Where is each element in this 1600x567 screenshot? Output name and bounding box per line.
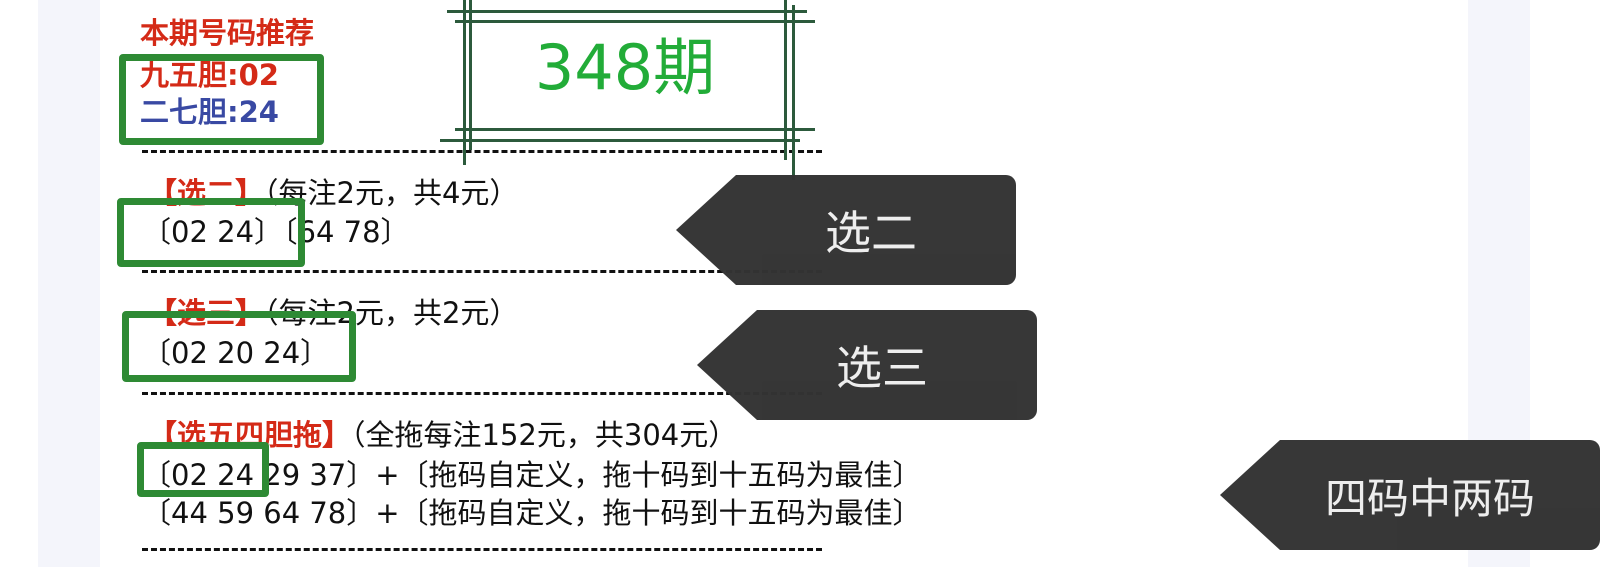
numbers-line: 〔44 59 64 78〕+〔拖码自定义，拖十码到十五码为最佳〕: [142, 496, 922, 530]
issue-number: 348期: [534, 31, 716, 104]
tag-label: 选三: [836, 341, 928, 395]
left-margin: [38, 0, 100, 567]
highlight-box: [137, 442, 269, 497]
section-xuanwu-header: 【选五四胆拖】（全拖每注152元，共304元）: [148, 418, 737, 452]
frame-line: [447, 10, 807, 13]
frame-line: [792, 5, 795, 180]
numbers-line: 〔02 20 24〕: [142, 336, 330, 370]
tag-four-hit-two: 四码中两码: [1220, 440, 1600, 550]
recommend-title: 本期号码推荐: [140, 16, 315, 50]
tag-xuaner: 选二: [676, 175, 1016, 285]
highlight-box: [122, 311, 356, 382]
numbers-line: 〔02 24〕〔64 78〕: [142, 215, 410, 249]
divider: [142, 392, 822, 395]
highlight-box: [119, 54, 324, 145]
section-note: （每注2元，共4元）: [264, 176, 519, 210]
frame-line: [455, 20, 815, 23]
section-note: （全拖每注152元，共304元）: [351, 418, 738, 452]
divider: [142, 150, 822, 153]
tag-label: 选二: [825, 206, 917, 260]
frame-line: [469, 0, 472, 150]
tag-label: 四码中两码: [1324, 473, 1535, 523]
numbers-line: 〔02 24 29 37〕+〔拖码自定义，拖十码到十五码为最佳〕: [142, 458, 922, 492]
dan-two-seven: 二七胆:24: [140, 95, 279, 129]
frame-line: [463, 0, 466, 165]
divider: [142, 270, 822, 273]
dan-nine-five: 九五胆:02: [140, 58, 279, 92]
tag-xuansan: 选三: [697, 310, 1037, 420]
highlight-box: [117, 198, 305, 267]
frame-line: [440, 139, 800, 142]
frame-line: [784, 0, 787, 160]
divider: [142, 548, 822, 551]
frame-line: [455, 128, 815, 131]
